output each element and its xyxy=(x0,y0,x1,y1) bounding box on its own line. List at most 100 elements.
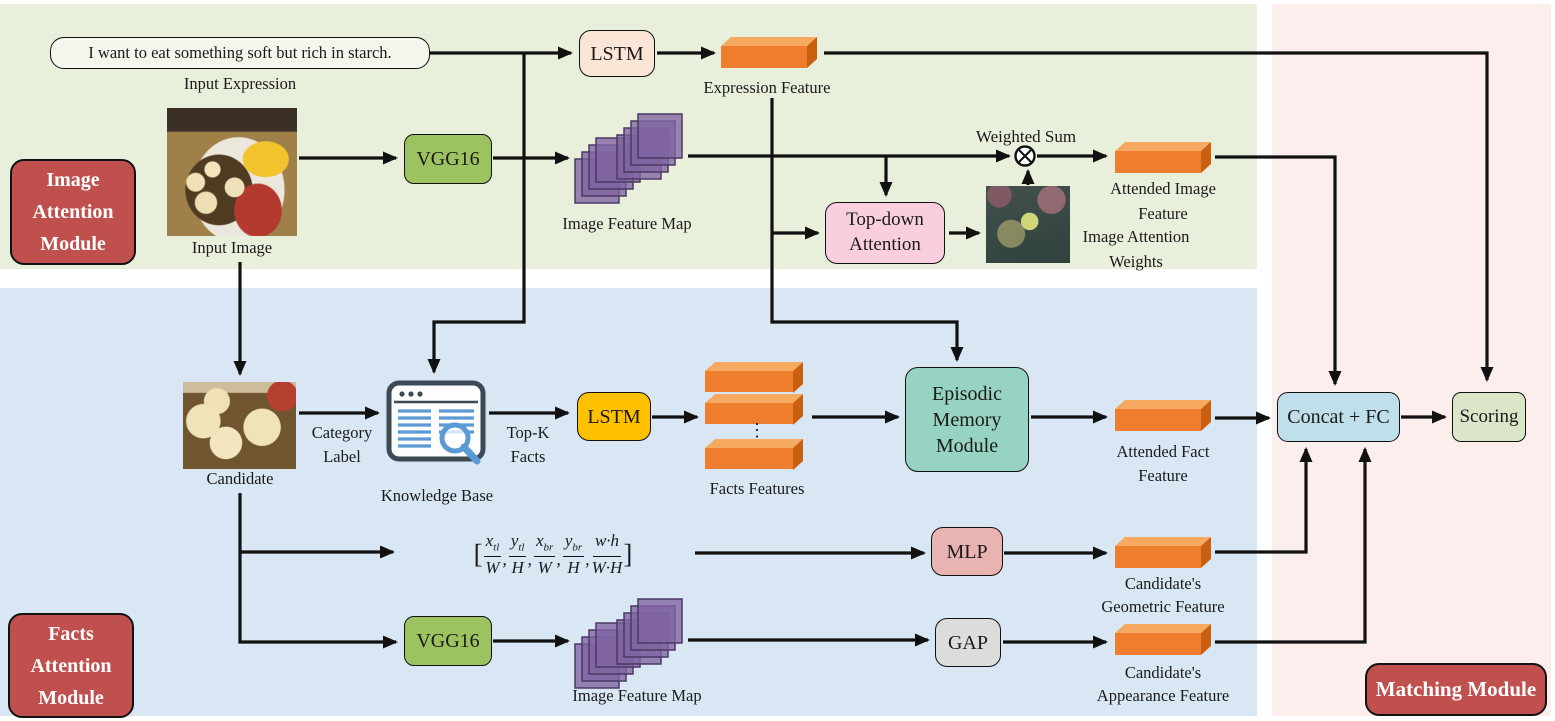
comma: , xyxy=(585,548,590,569)
gap-box: GAP xyxy=(935,618,1001,667)
emm-line1: Episodic xyxy=(932,382,1002,405)
fact-feature-bar-2 xyxy=(705,403,793,424)
geometric-line1: Candidate's xyxy=(1124,574,1202,593)
appearance-line2: Appearance Feature xyxy=(1096,686,1230,705)
input-expression-box: I want to eat something soft but rich in… xyxy=(50,37,430,69)
appearance-line1: Candidate's xyxy=(1124,663,1202,682)
image-attention-weights-image xyxy=(986,186,1070,263)
scoring-box: Scoring xyxy=(1452,392,1526,442)
attended-fact-line1: Attended Fact xyxy=(1116,442,1210,461)
emm-line2: Memory xyxy=(932,408,1002,431)
comma: , xyxy=(527,548,532,569)
image-feature-map-candidate-label: Image Feature Map xyxy=(572,686,702,705)
comma: , xyxy=(556,548,561,569)
topk-line2: Facts xyxy=(510,447,546,466)
fam-line2: Attention xyxy=(30,654,112,677)
image-feature-map-candidate-icon xyxy=(574,598,683,689)
matching-region xyxy=(1272,4,1551,716)
geometric-line2: Geometric Feature xyxy=(1101,597,1225,616)
top-down-line2: Attention xyxy=(849,234,921,255)
bracket-close: ] xyxy=(623,538,633,569)
arrow xyxy=(1215,155,1342,386)
attended-image-line1: Attended Image xyxy=(1110,179,1216,198)
input-image xyxy=(167,108,297,236)
arrow xyxy=(238,493,398,649)
image-attention-weights-label: Image Attention Weights xyxy=(1056,224,1216,274)
formula-term: xtl W xyxy=(483,531,502,577)
image-feature-map-label: Image Feature Map xyxy=(562,214,692,233)
formula-term: w·h W·H xyxy=(591,531,623,577)
category-label-text: Category Label xyxy=(296,421,388,469)
geometry-formula: [ xtl W , ytl H , xbr W , ybr H , w·h W·… xyxy=(408,527,698,581)
gap-label: GAP xyxy=(947,631,988,654)
attn-weights-line2: Weights xyxy=(1109,252,1163,271)
appearance-feature-bar xyxy=(1115,633,1201,655)
knowledge-base-label: Knowledge Base xyxy=(380,486,494,505)
bracket-open: [ xyxy=(473,538,483,569)
lstm-expression-box: LSTM xyxy=(579,30,655,77)
ellipsis-icon: ⋮ xyxy=(748,420,766,440)
concat-fc-label: Concat + FC xyxy=(1287,406,1390,428)
formula-term: ytl H xyxy=(508,531,527,577)
matching-module-label: Matching Module xyxy=(1375,676,1537,701)
fam-line3: Module xyxy=(38,686,104,709)
formula-term: xbr W xyxy=(533,531,556,577)
scoring-label: Scoring xyxy=(1459,405,1519,427)
knowledge-base-icon xyxy=(386,380,486,465)
attended-fact-feature-label: Attended Fact Feature xyxy=(1063,440,1263,488)
top-k-facts-text: Top-K Facts xyxy=(482,421,574,469)
weighted-sum-label: Weighted Sum xyxy=(975,127,1077,146)
candidate-image xyxy=(183,382,296,469)
facts-attention-module-box: Facts Attention Module xyxy=(8,613,134,718)
facts-features-label: Facts Features xyxy=(709,479,805,498)
lstm-label: LSTM xyxy=(590,42,644,65)
vgg16-candidate-label: VGG16 xyxy=(416,630,480,652)
expression-feature-label: Expression Feature xyxy=(703,78,831,97)
mlp-box: MLP xyxy=(931,527,1003,576)
arrow xyxy=(427,53,526,374)
topk-line1: Top-K xyxy=(506,423,550,442)
geometric-feature-bar xyxy=(1115,546,1201,568)
iam-line1: Image xyxy=(46,169,100,191)
arrow xyxy=(824,51,1494,382)
category-line2: Label xyxy=(323,447,361,466)
concat-fc-box: Concat + FC xyxy=(1277,392,1400,442)
input-image-label: Input Image xyxy=(191,238,273,257)
appearance-feature-label: Candidate's Appearance Feature xyxy=(1063,661,1263,707)
lstm-facts-box: LSTM xyxy=(577,392,651,441)
arrow xyxy=(770,98,964,362)
category-line1: Category xyxy=(311,423,373,442)
vgg16-candidate-box: VGG16 xyxy=(404,616,492,666)
image-attention-module-box: Image Attention Module xyxy=(10,159,136,265)
attended-image-feature-label: Attended Image Feature xyxy=(1063,176,1263,226)
input-expression-text: I want to eat something soft but rich in… xyxy=(88,43,392,63)
iam-line3: Module xyxy=(40,233,106,255)
emm-line3: Module xyxy=(935,434,999,457)
attended-fact-feature-bar xyxy=(1115,409,1201,431)
matching-module-box: Matching Module xyxy=(1365,663,1547,716)
attended-image-feature-bar xyxy=(1115,151,1201,173)
vgg16-box: VGG16 xyxy=(404,134,492,184)
fact-feature-bar-1 xyxy=(705,371,793,392)
formula-term: ybr H xyxy=(562,531,585,577)
attended-fact-line2: Feature xyxy=(1138,466,1188,485)
multiply-icon xyxy=(1014,145,1036,167)
image-feature-map-icon xyxy=(574,113,683,204)
lstm-facts-label: LSTM xyxy=(587,405,641,428)
top-down-line1: Top-down xyxy=(846,209,924,231)
attended-image-line2: Feature xyxy=(1138,204,1188,223)
arrow xyxy=(1215,447,1313,554)
candidate-label: Candidate xyxy=(206,469,274,488)
vgg16-label: VGG16 xyxy=(416,148,480,170)
episodic-memory-module-box: Episodic Memory Module xyxy=(905,367,1029,472)
comma: , xyxy=(502,548,507,569)
iam-line2: Attention xyxy=(32,201,114,223)
geometric-feature-label: Candidate's Geometric Feature xyxy=(1063,572,1263,618)
input-expression-label: Input Expression xyxy=(183,74,297,93)
expression-feature-bar xyxy=(721,46,807,68)
top-down-attention-box: Top-down Attention xyxy=(825,202,945,264)
mlp-label: MLP xyxy=(946,540,988,563)
arrow xyxy=(1215,447,1372,644)
